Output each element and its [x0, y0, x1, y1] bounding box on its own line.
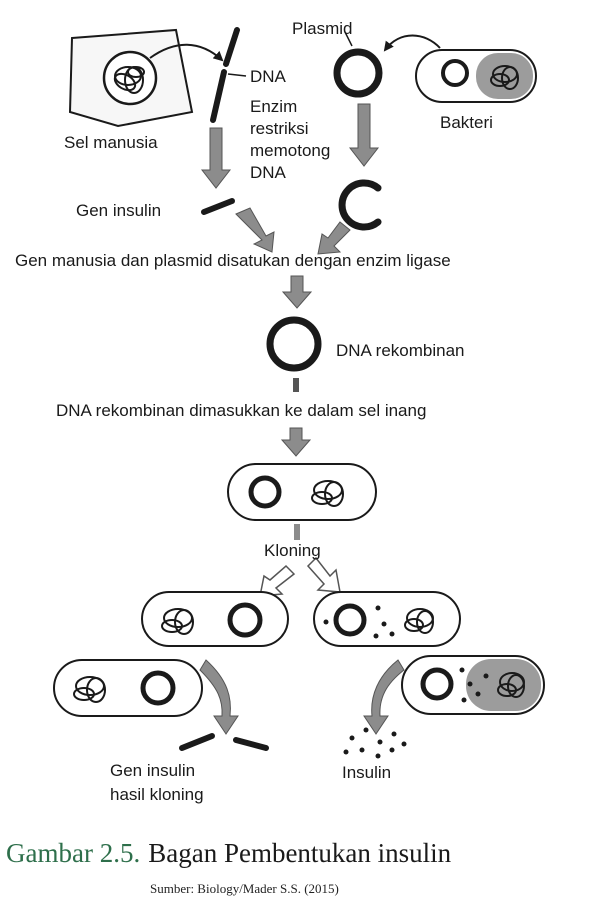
arrow-to-recombinant	[281, 275, 313, 309]
label-plasmid: Plasmid	[292, 19, 352, 38]
label-gen-insulin: Gen insulin	[76, 201, 161, 220]
clone-bacterium-left-upper	[141, 591, 289, 647]
insulin-molecules	[343, 727, 407, 759]
label-bakteri: Bakteri	[440, 113, 493, 132]
caption-source: Sumber: Biology/Mader S.S. (2015)	[150, 881, 339, 896]
label-gen-insulin-hasil-2: hasil kloning	[110, 785, 204, 804]
human-cell	[68, 28, 194, 128]
connector-bar	[293, 378, 299, 392]
label-kloning: Kloning	[264, 541, 321, 560]
arrow-to-host-cell	[280, 427, 312, 457]
label-insulin: Insulin	[342, 763, 391, 782]
label-enzim-1: Enzim	[250, 97, 297, 116]
cut-plasmid	[338, 179, 382, 231]
arrow-dna-to-gene	[200, 127, 232, 189]
clone-bacterium-right-lower	[401, 655, 545, 715]
label-sel-manusia: Sel manusia	[64, 133, 158, 152]
label-enzim-2: restriksi	[250, 119, 309, 138]
arrow-nucleus-to-dna	[149, 43, 224, 62]
label-step-ligase: Gen manusia dan plasmid disatukan dengan…	[15, 251, 451, 270]
label-enzim-3: memotong	[250, 141, 330, 160]
recombinant-dna-ring	[266, 316, 322, 372]
clone-bacterium-left-lower	[53, 659, 203, 717]
clone-bacterium-right-upper	[313, 591, 461, 647]
arrow-kloning-right	[306, 556, 341, 593]
caption-label: Gambar 2.5.	[6, 838, 140, 868]
host-bacterium	[227, 463, 377, 521]
insulin-gene-fragment	[201, 198, 235, 215]
arrow-plasmid-label	[344, 31, 353, 47]
arrow-plasmid-to-join	[317, 221, 351, 255]
cloned-gene-fragment-2	[233, 737, 269, 751]
arrow-bacterium-to-plasmid	[383, 34, 441, 52]
cloned-gene-fragment-1	[179, 733, 215, 751]
bacterium-top	[415, 49, 537, 103]
figure-caption: Gambar 2.5. Bagan Pembentukan insulin	[6, 838, 452, 868]
chromosome-tangle	[113, 66, 145, 94]
label-enzim-4: DNA	[250, 163, 287, 182]
arrow-plasmid-to-cut	[348, 103, 380, 167]
label-gen-insulin-hasil-1: Gen insulin	[110, 761, 195, 780]
caption-title: Bagan Pembentukan insulin	[148, 838, 451, 868]
arrow-gene-to-join	[235, 207, 275, 253]
label-dna: DNA	[250, 67, 287, 86]
connector-kloning	[294, 524, 300, 540]
label-dna-rekombinan: DNA rekombinan	[336, 341, 465, 360]
arrow-left-curve	[199, 659, 239, 735]
arrow-right-curve	[363, 659, 405, 735]
plasmid-ring	[333, 48, 383, 98]
human-dna-strand	[210, 27, 247, 123]
label-step-insert: DNA rekombinan dimasukkan ke dalam sel i…	[56, 401, 426, 420]
